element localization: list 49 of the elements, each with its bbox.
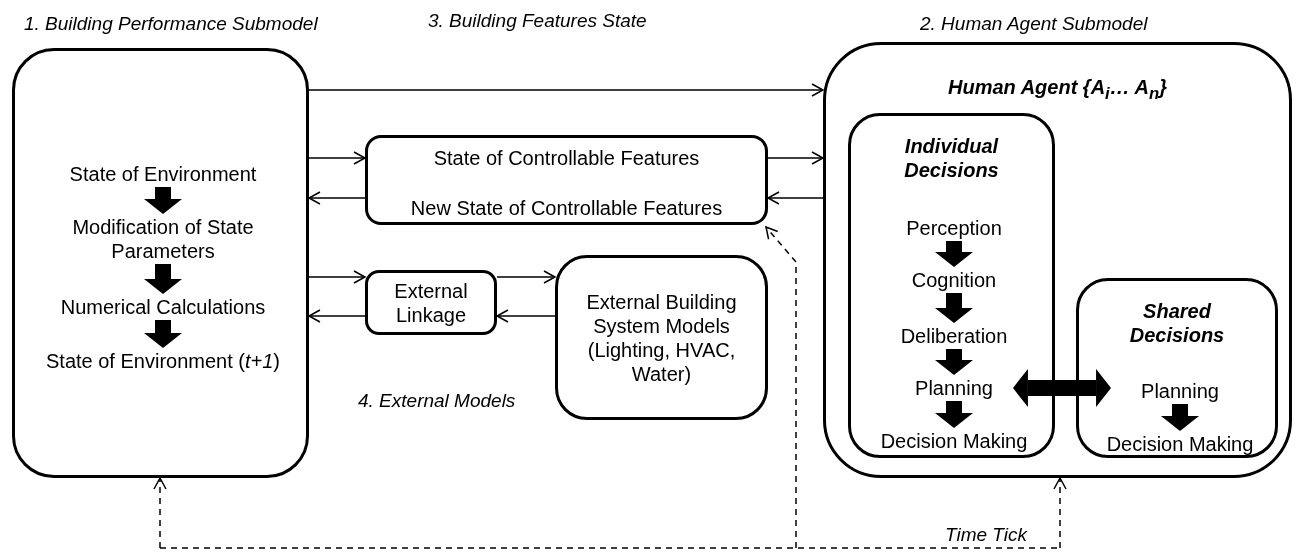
- step-label: Perception: [906, 216, 1002, 240]
- group-title: Shared Decisions: [1128, 299, 1226, 347]
- edge-label: Time Tick: [945, 524, 1027, 547]
- step-label: Planning: [915, 376, 993, 400]
- arrow: [767, 191, 824, 205]
- group-title: Individual Decisions: [903, 134, 1000, 182]
- box-text: New State of Controllable Features: [409, 196, 724, 220]
- block-arrow: [935, 293, 973, 323]
- arrow: [308, 270, 366, 284]
- block-arrow: [144, 320, 182, 348]
- block-arrow: [1161, 404, 1199, 431]
- box-text: External Linkage: [393, 279, 469, 327]
- panel-heading: 1. Building Performance Submodel: [24, 13, 318, 36]
- section-label: 4. External Models: [358, 390, 516, 413]
- box-text: External Building System Models (Lighting, HVAC, Water): [585, 290, 738, 386]
- step-label: Planning: [1141, 379, 1219, 403]
- step-label: Decision Making: [880, 429, 1028, 453]
- step-label: Numerical Calculations: [60, 295, 266, 319]
- section-label: 3. Building Features State: [428, 10, 647, 33]
- arrow: [496, 309, 556, 323]
- arrow: [308, 309, 366, 323]
- dashed-arrow: [765, 226, 797, 549]
- step-label: Modification of State Parameters: [55, 215, 271, 263]
- step-label: Deliberation: [900, 324, 1008, 348]
- dashed-arrow: [153, 477, 167, 549]
- decision-group-box: [848, 113, 1055, 458]
- panel-title: Human Agent {A$_{i}$… A$_{n}$}: [947, 75, 1168, 104]
- box-text: State of Controllable Features: [432, 146, 701, 170]
- process-box: [555, 255, 768, 420]
- features-box: [365, 135, 768, 225]
- process-box: [365, 270, 497, 335]
- arrow: [308, 191, 366, 205]
- block-arrow: [1012, 369, 1112, 407]
- step-label: Decision Making: [1106, 432, 1254, 456]
- block-arrow: [935, 349, 973, 375]
- arrow: [496, 270, 556, 284]
- block-arrow: [935, 401, 973, 428]
- block-arrow: [935, 241, 973, 267]
- step-label: State of Environment (t+1): [46, 349, 280, 373]
- arrow: [767, 151, 824, 165]
- block-arrow: [144, 264, 182, 294]
- step-label: Cognition: [911, 268, 997, 292]
- dashed-arrow: [1053, 477, 1067, 549]
- arrow: [308, 83, 824, 97]
- panel-heading: 2. Human Agent Submodel: [920, 13, 1148, 36]
- arrow: [308, 151, 366, 165]
- decision-group-box: [1076, 278, 1278, 458]
- step-label: State of Environment: [69, 162, 257, 186]
- block-arrow: [144, 187, 182, 214]
